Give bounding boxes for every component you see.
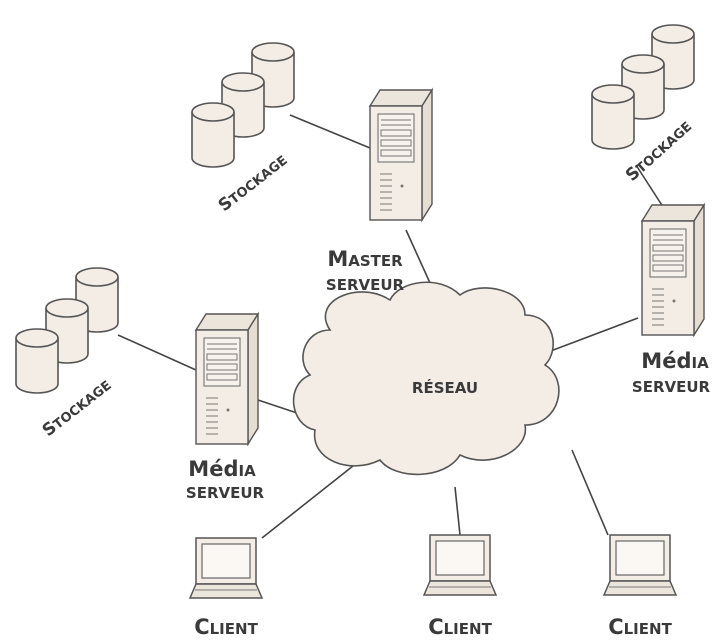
storage-group-left: STOCKAGE [15, 267, 119, 441]
storage-group-right: STOCKAGE [591, 24, 695, 186]
link-network-client-2 [454, 486, 461, 536]
network-label: RÉSEAU [412, 378, 478, 397]
storage-group-top: STOCKAGE [191, 42, 295, 216]
client-3-label: CLIENT [608, 615, 672, 639]
link-storage-master [289, 114, 371, 149]
link-network-client-3 [571, 449, 609, 536]
media-server-left-sublabel: SERVEUR [186, 484, 265, 502]
master-server-sublabel: SERVEUR [326, 276, 405, 294]
client-1-label: CLIENT [194, 615, 258, 639]
client-2-label: CLIENT [428, 615, 492, 639]
network-cloud: RÉSEAU [292, 281, 560, 476]
link-storage-right-media [635, 164, 666, 211]
client-1: CLIENT [189, 537, 263, 639]
link-network-right-media [547, 317, 639, 353]
media-server-right: MédIA SERVEUR [632, 204, 711, 396]
master-server: MASTER SERVEUR [326, 89, 433, 294]
link-network-client-1 [261, 461, 359, 539]
client-3: CLIENT [603, 534, 677, 639]
link-storage-left-media [117, 334, 197, 371]
client-2: CLIENT [423, 534, 497, 639]
laptop-icon [603, 534, 677, 596]
master-server-label: MASTER [327, 247, 403, 271]
laptop-icon [423, 534, 497, 596]
media-server-right-icon [641, 204, 705, 336]
media-server-left-icon [195, 313, 259, 445]
master-server-icon [369, 89, 433, 221]
connection-lines [117, 114, 666, 539]
media-server-right-sublabel: SERVEUR [632, 378, 711, 396]
media-server-left: MédIA SERVEUR [186, 313, 265, 502]
laptop-icon [189, 537, 263, 599]
media-server-right-label: MédIA [641, 349, 709, 373]
media-server-left-label: MédIA [188, 457, 256, 481]
